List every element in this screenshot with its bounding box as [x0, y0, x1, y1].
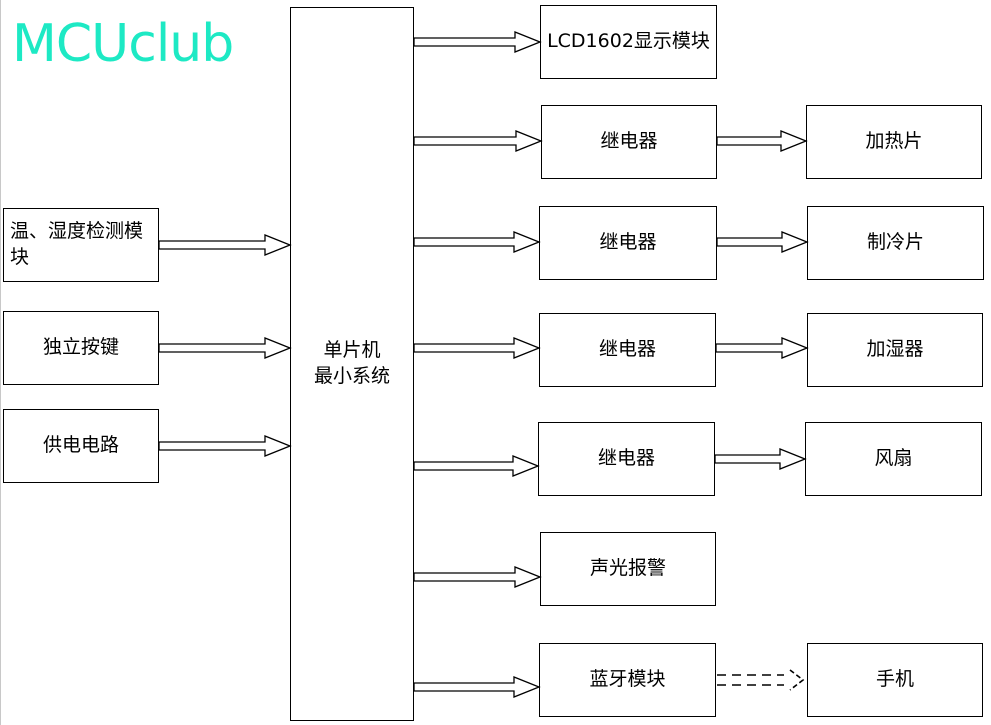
heater-label: 加热片 — [865, 130, 923, 153]
arrow-mcu-to-bluetooth — [413, 676, 541, 698]
humidifier-box: 加湿器 — [807, 313, 983, 387]
keys-label: 独立按键 — [42, 336, 119, 359]
keys-box: 独立按键 — [3, 311, 159, 385]
arrow-relay-4-to-fan — [714, 448, 807, 470]
relay-3-box: 继电器 — [539, 313, 716, 387]
relay-1-label: 继电器 — [600, 130, 658, 153]
arrow-relay-2-to-cooler — [716, 231, 809, 253]
heater-box: 加热片 — [806, 105, 982, 179]
phone-box: 手机 — [807, 643, 983, 717]
arrow-mcu-to-relay-3 — [413, 337, 541, 359]
relay-3-label: 继电器 — [598, 338, 656, 361]
phone-label: 手机 — [875, 668, 914, 691]
bluetooth-module-label: 蓝牙模块 — [589, 668, 666, 691]
lcd-module-box: LCD1602显示模块 — [540, 5, 717, 79]
left-edge-line — [0, 0, 1, 725]
relay-1-box: 继电器 — [541, 105, 717, 179]
relay-4-box: 继电器 — [538, 422, 715, 496]
bluetooth-module-box: 蓝牙模块 — [539, 643, 716, 717]
mcu-label-line2: 最小系统 — [313, 365, 390, 387]
relay-4-label: 继电器 — [597, 447, 655, 470]
arrow-mcu-to-relay-2 — [413, 231, 541, 253]
arrow-power-to-mcu — [158, 435, 292, 457]
sensor-module-box: 温、湿度检测模块 — [3, 208, 159, 282]
fan-label: 风扇 — [874, 447, 913, 470]
relay-2-label: 继电器 — [599, 231, 657, 254]
humidifier-label: 加湿器 — [866, 338, 924, 361]
arrow-keys-to-mcu — [158, 337, 292, 359]
mcu-label-line1: 单片机 — [323, 339, 381, 362]
power-circuit-box: 供电电路 — [3, 409, 159, 483]
alarm-label: 声光报警 — [589, 557, 666, 580]
mcu-box: 单片机 最小系统 — [290, 7, 414, 721]
arrow-mcu-to-relay-4 — [413, 455, 540, 477]
cooler-label: 制冷片 — [866, 231, 924, 254]
power-circuit-label: 供电电路 — [42, 434, 119, 457]
cooler-box: 制冷片 — [807, 206, 984, 280]
lcd-module-label: LCD1602显示模块 — [547, 30, 710, 53]
arrow-bluetooth-to-phone — [717, 669, 805, 691]
alarm-box: 声光报警 — [540, 532, 716, 606]
relay-2-box: 继电器 — [539, 206, 717, 280]
arrow-mcu-to-alarm — [413, 566, 542, 588]
arrow-relay-1-to-heater — [716, 130, 808, 152]
logo-mcuclub: MCUclub — [12, 14, 234, 74]
arrow-mcu-to-relay-1 — [413, 130, 543, 152]
arrow-relay-3-to-humidifier — [715, 337, 809, 359]
arrow-sensor-to-mcu — [158, 234, 292, 256]
arrow-mcu-to-lcd — [413, 31, 542, 53]
sensor-module-label: 温、湿度检测模块 — [10, 220, 144, 268]
